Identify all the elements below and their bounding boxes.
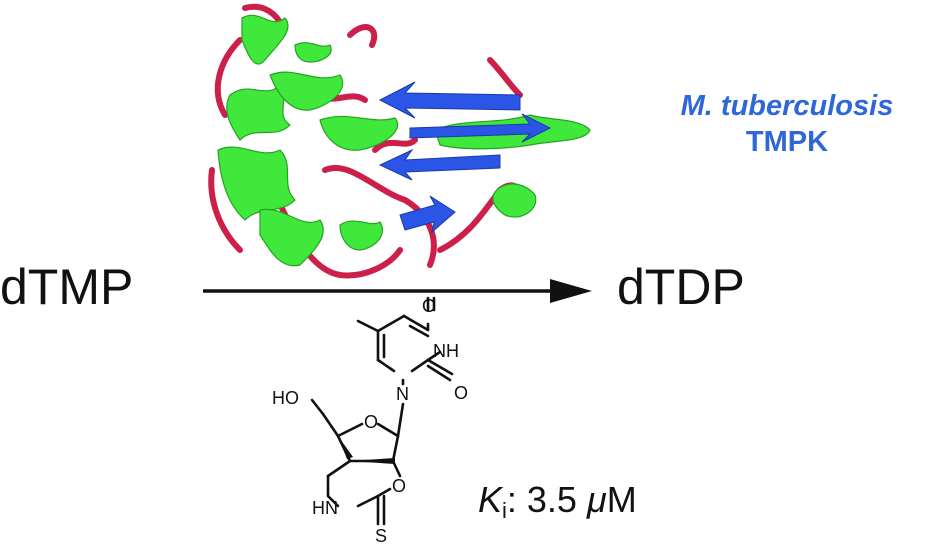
atom-hn: HN	[312, 498, 338, 518]
organism-name: M. tuberculosis	[680, 90, 894, 122]
atom-s: S	[375, 526, 387, 546]
atom-nh: NH	[433, 341, 459, 361]
ki-value: : 3.5	[506, 479, 587, 520]
bonds	[310, 296, 454, 526]
atom-o2: O	[454, 383, 468, 403]
ki-unit: M	[606, 479, 637, 520]
alpha-helices	[217, 14, 591, 267]
substrate-label: dTMP	[0, 259, 134, 315]
ki-label: Ki: 3.5 μM	[478, 482, 637, 522]
ki-subscript: i	[502, 498, 507, 523]
atom-ho: HO	[272, 388, 299, 408]
ki-unit-prefix: μ	[586, 479, 607, 520]
product-label: dTDP	[617, 259, 745, 315]
stereo-wedges	[338, 436, 395, 464]
protein-structure	[208, 3, 591, 279]
enzyme-abbrev: TMPK	[745, 126, 829, 159]
enzyme-label: M. tuberculosis TMPK	[622, 88, 950, 161]
ki-symbol: K	[478, 479, 503, 520]
reaction-arrow	[203, 279, 592, 303]
atom-n1: N	[396, 384, 409, 404]
inhibitor-structure: O NH O N O HO O HN S	[272, 296, 468, 546]
atom-o4: O	[422, 296, 436, 316]
atom-labels: O NH O N O HO O HN S	[272, 296, 468, 546]
atom-o-ring: O	[364, 412, 378, 432]
atom-o-carbamate: O	[392, 476, 406, 496]
beta-sheets	[378, 81, 552, 234]
